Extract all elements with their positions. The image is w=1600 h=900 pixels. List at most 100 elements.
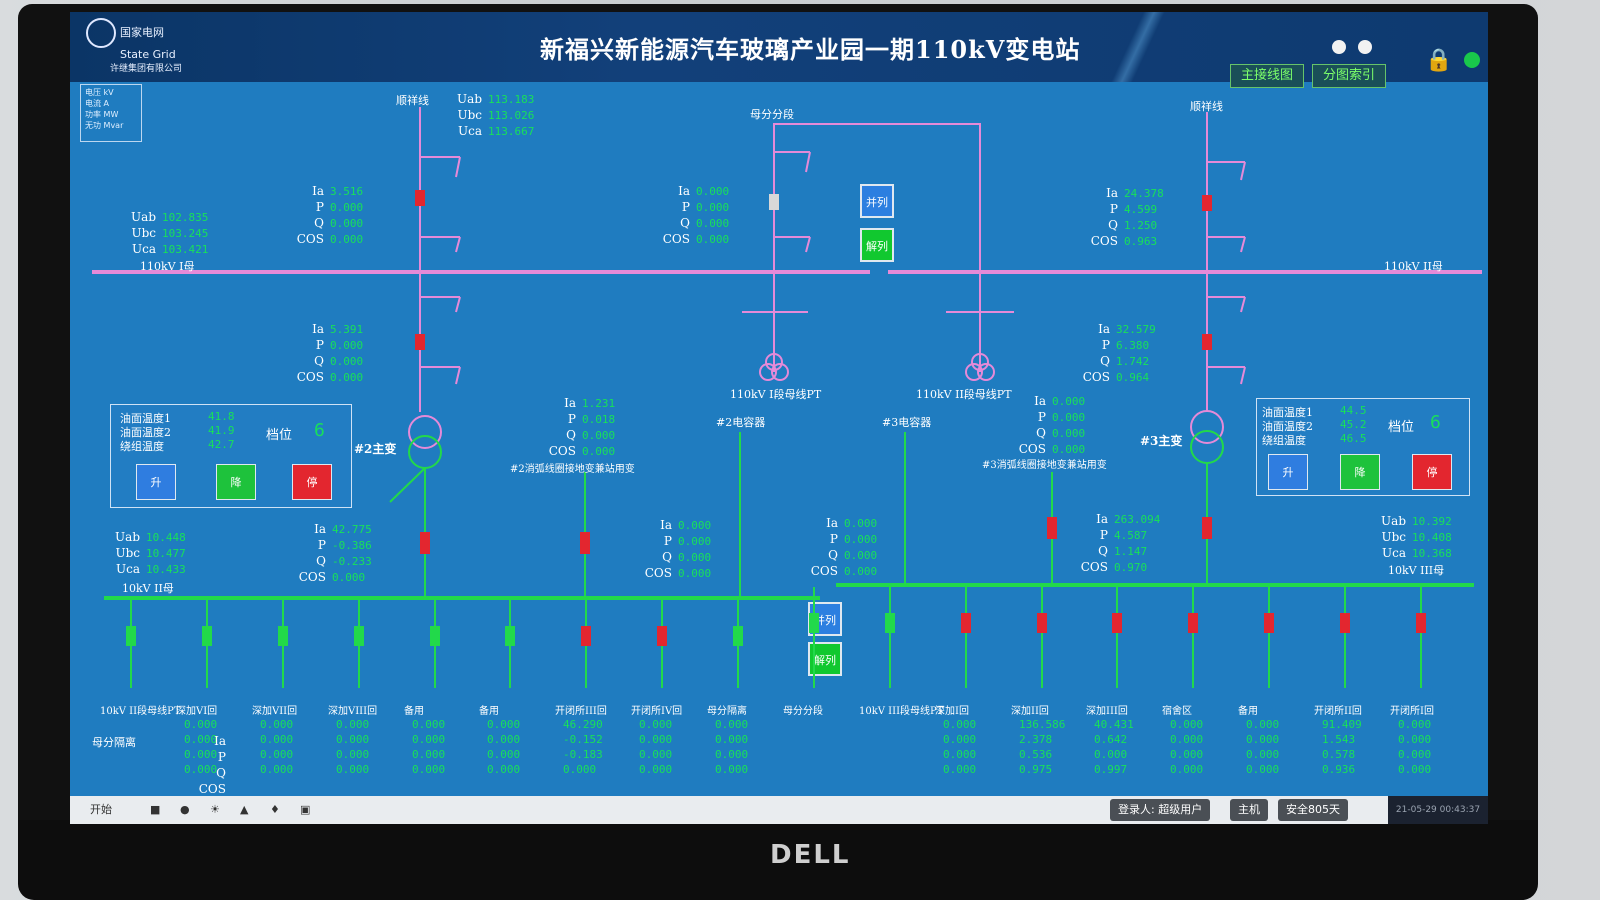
breaker-11c[interactable] xyxy=(1202,334,1212,350)
tap-stop-button[interactable]: 停 xyxy=(1412,454,1452,490)
feeder-name: 备用 xyxy=(1238,706,1258,717)
feeder-q-value: 0.000 xyxy=(1246,748,1280,761)
feeder-breaker[interactable] xyxy=(505,626,515,646)
single-line-diagram xyxy=(92,107,1482,600)
main-wiring-button[interactable]: 主接线图 xyxy=(1230,64,1305,88)
cos-value: 0.000 xyxy=(330,371,364,384)
uca-value: 103.421 xyxy=(162,243,209,256)
feeder-breaker[interactable] xyxy=(1340,613,1350,633)
feeder-breaker[interactable] xyxy=(733,626,743,646)
q-value: -0.233 xyxy=(332,555,372,568)
feeder-breaker[interactable] xyxy=(809,613,819,633)
feeder-name: 深加II回 xyxy=(1011,706,1049,717)
ia-value: 263.094 xyxy=(1114,513,1161,526)
right-incoming-bay xyxy=(1206,112,1246,412)
transformer-3 xyxy=(1190,410,1224,444)
breaker-112[interactable] xyxy=(1202,195,1212,211)
tap-label: 档位 xyxy=(1388,420,1415,435)
ia-value: 1.231 xyxy=(582,397,616,410)
feeder-breaker[interactable] xyxy=(657,626,667,646)
winding-temp-label: 绕组温度 xyxy=(120,440,164,453)
feeder-breaker[interactable] xyxy=(126,626,136,646)
feeder-cos-value: 0.000 xyxy=(412,763,446,776)
breaker-11b[interactable] xyxy=(415,334,425,350)
feeder-breaker[interactable] xyxy=(354,626,364,646)
breaker-920[interactable] xyxy=(580,532,590,554)
unit-legend: 电压 kV 电流 A 功率 MW 无功 Mvar xyxy=(80,84,142,142)
feeder-breaker[interactable] xyxy=(278,626,288,646)
feeder-column xyxy=(1268,587,1270,688)
app-icon-2[interactable]: ● xyxy=(180,803,190,816)
tap-down-button[interactable]: 降 xyxy=(216,464,256,500)
feeder-breaker[interactable] xyxy=(1037,613,1047,633)
feeder-breaker[interactable] xyxy=(581,626,591,646)
app-icon-5[interactable]: ♦ xyxy=(270,803,280,816)
tap-up-button[interactable]: 升 xyxy=(1268,454,1308,490)
feeder-breaker[interactable] xyxy=(1188,613,1198,633)
uab-value: 10.448 xyxy=(146,531,186,544)
ia-value: 42.775 xyxy=(332,523,372,536)
app-icon-3[interactable]: ☀ xyxy=(210,803,220,816)
feeder-breaker[interactable] xyxy=(1264,613,1274,633)
feeder-q-value: 0.000 xyxy=(412,748,446,761)
feeder-ia-value: 40.431 xyxy=(1094,718,1134,731)
q-value: 0.000 xyxy=(582,429,616,442)
q-value: 0.000 xyxy=(678,551,712,564)
feeder-name: 开闭所I回 xyxy=(1390,706,1434,717)
hv-split-button[interactable]: 解列 xyxy=(860,228,894,262)
app-icon-1[interactable]: ■ xyxy=(150,803,161,816)
app-icon-4[interactable]: ▲ xyxy=(240,803,249,816)
legend-reactive: 无功 Mvar xyxy=(85,121,124,130)
tap-stop-button[interactable]: 停 xyxy=(292,464,332,500)
indicator-dot-2 xyxy=(1358,40,1372,54)
breaker-930[interactable] xyxy=(1047,517,1057,539)
feeder-q-value: 0.000 xyxy=(1170,748,1204,761)
p-value: 6.380 xyxy=(1116,339,1150,352)
q-value: 0.000 xyxy=(844,549,878,562)
lv-parallel-button[interactable]: 并列 xyxy=(808,602,842,636)
hv-bus2-label: 110kV II母 xyxy=(1384,260,1443,273)
feeder-breaker[interactable] xyxy=(1112,613,1122,633)
lv-bus-section-label: 母分隔离 xyxy=(92,736,136,749)
app-icon-6[interactable]: ▣ xyxy=(300,803,311,816)
feeder-q-value: 0.000 xyxy=(943,748,977,761)
feeder-p-value: 2.378 xyxy=(1019,733,1053,746)
lock-icon[interactable]: 🔒 xyxy=(1425,48,1453,73)
breaker-91c[interactable] xyxy=(1202,517,1212,539)
tap-down-button[interactable]: 降 xyxy=(1340,454,1380,490)
page-title: 新福兴新能源汽车玻璃产业园一期110kV变电站 xyxy=(540,35,1081,64)
feeder-breaker[interactable] xyxy=(202,626,212,646)
feeder-cos-value: 0.000 xyxy=(336,763,370,776)
feeder-breaker[interactable] xyxy=(1416,613,1426,633)
feeder-cos-value: 0.000 xyxy=(487,763,521,776)
legend-voltage: 电压 kV xyxy=(85,88,114,97)
feeder-ia-value: 0.000 xyxy=(715,718,749,731)
feeder-p-value: 0.000 xyxy=(260,733,294,746)
cap2-name: #2电容器 xyxy=(716,416,766,429)
breaker-918[interactable] xyxy=(420,532,430,554)
feeder-ia-value: 0.000 xyxy=(639,718,673,731)
feeder-q-value: -0.183 xyxy=(563,748,603,761)
feeder-breaker[interactable] xyxy=(961,613,971,633)
start-button[interactable]: 开始 xyxy=(90,803,112,816)
feeder-breaker[interactable] xyxy=(885,613,895,633)
tap-up-button[interactable]: 升 xyxy=(136,464,176,500)
breaker-100[interactable] xyxy=(769,194,779,210)
sub-index-button[interactable]: 分图索引 xyxy=(1312,64,1387,88)
feeder-ia-value: 0.000 xyxy=(1246,718,1280,731)
login-user[interactable]: 登录人: 超级用户 xyxy=(1110,799,1211,821)
feeder-cos-value: 0.997 xyxy=(1094,763,1128,776)
feeder-breaker[interactable] xyxy=(430,626,440,646)
transformer-3-name: #3主变 xyxy=(1140,434,1183,448)
feeder-ia-value: 136.586 xyxy=(1019,718,1066,731)
tap-value: 6 xyxy=(1430,412,1441,433)
arc3-name: #3消弧线圈接地变兼站用变 xyxy=(982,460,1107,471)
feeder-name: 母分分段 xyxy=(783,706,823,717)
host-indicator[interactable]: 主机 xyxy=(1230,799,1268,821)
breaker-111[interactable] xyxy=(415,190,425,206)
hv-parallel-button[interactable]: 并列 xyxy=(860,184,894,218)
